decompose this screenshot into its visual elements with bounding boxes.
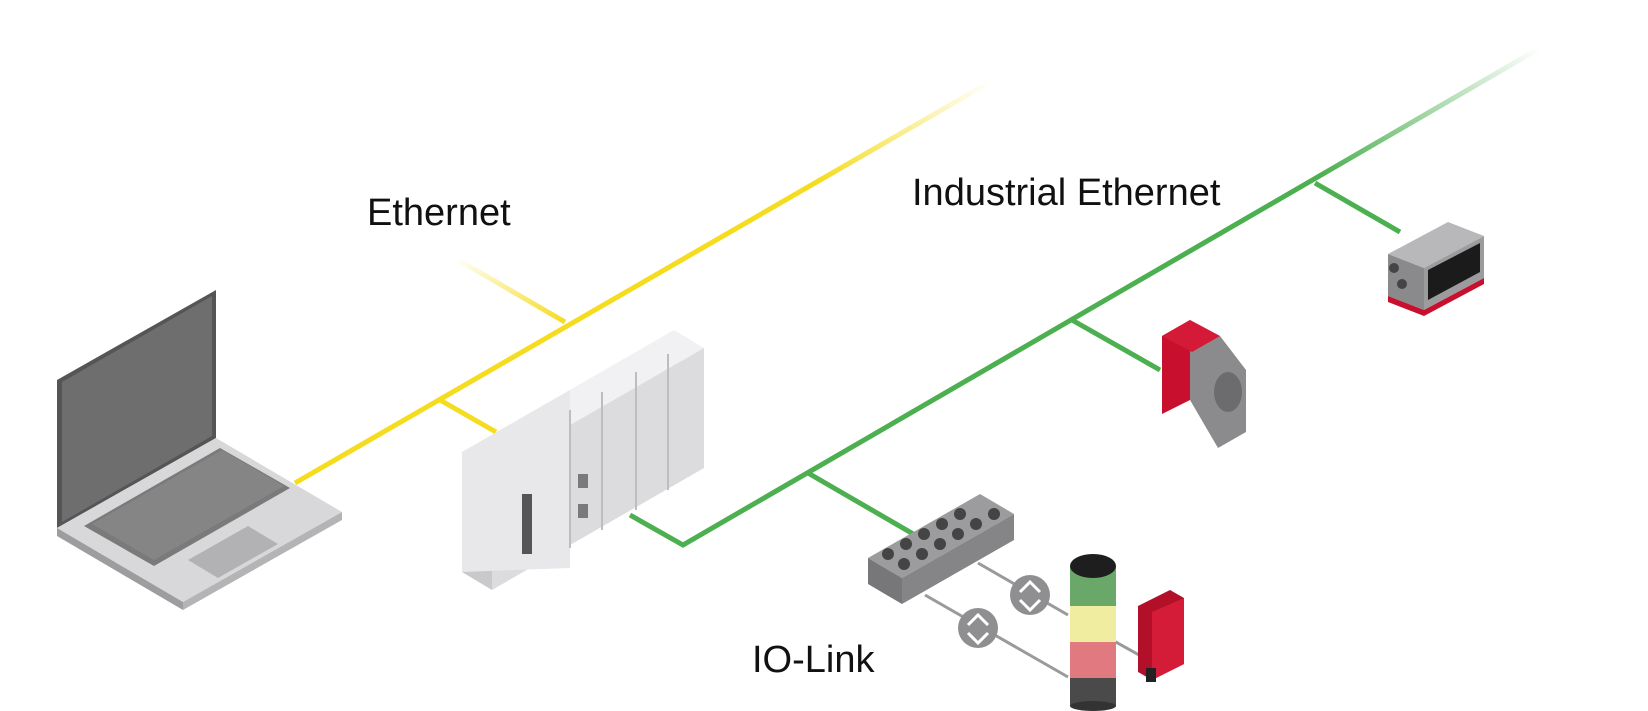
industrial-branch-iolink-master xyxy=(806,470,917,538)
industrial-branch-scanner xyxy=(1070,317,1162,373)
display-unit-icon xyxy=(1388,222,1484,316)
photoelectric-sensor-icon xyxy=(1138,590,1184,682)
ethernet-backbone xyxy=(293,79,992,486)
io-link-master-icon xyxy=(868,494,1014,604)
io-link-exchange-icon xyxy=(1010,575,1050,615)
laptop-icon xyxy=(57,290,342,610)
industrial-branch-display xyxy=(1313,180,1402,235)
ethernet-branch-top xyxy=(453,255,567,325)
plc-icon xyxy=(462,330,704,590)
laser-scanner-icon xyxy=(1162,320,1246,448)
signal-tower-icon xyxy=(1070,554,1116,711)
io-link-label: IO-Link xyxy=(752,639,875,681)
industrial-ethernet-network xyxy=(628,45,1542,548)
ethernet-network xyxy=(293,79,992,486)
ethernet-label: Ethernet xyxy=(367,192,511,234)
io-link-cable-2 xyxy=(924,593,1069,679)
io-link-exchange-icon xyxy=(958,608,998,648)
ethernet-branch-plc xyxy=(438,397,498,435)
industrial-backbone xyxy=(628,45,1542,548)
industrial-ethernet-label: Industrial Ethernet xyxy=(912,172,1221,214)
